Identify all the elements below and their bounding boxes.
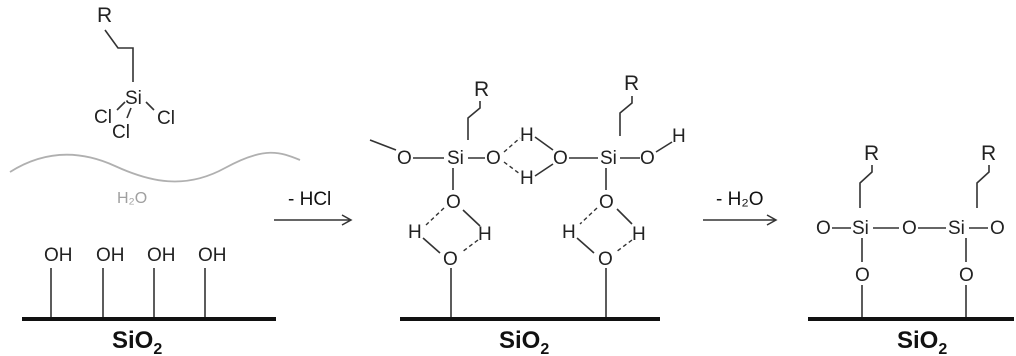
oxygen-label: O	[640, 148, 655, 169]
hydrogen-label: H	[520, 125, 534, 146]
oxygen-label: O	[553, 148, 568, 169]
hydroxyl-label: OH	[147, 245, 176, 266]
si-cl-right-bond	[145, 101, 155, 111]
silicon-label: Si	[948, 218, 965, 239]
hydrogen-label: H	[478, 224, 492, 245]
arrow-2-head	[766, 214, 778, 226]
oxygen-label: O	[902, 218, 917, 239]
hydrogen-bond	[461, 239, 479, 253]
arrow-1-label: - HCl	[288, 189, 331, 210]
hydrogen-bond	[425, 207, 445, 226]
si-cl-bottom-bond	[126, 107, 132, 119]
ethyl-linker-bond	[467, 101, 481, 140]
hydrogen-bond	[503, 137, 521, 153]
oxygen-label: O	[486, 148, 501, 169]
hydrogen-label: H	[408, 222, 422, 243]
silicon-label: Si	[600, 148, 617, 169]
oxygen-label: O	[599, 192, 614, 213]
o-h-bond	[462, 209, 481, 227]
oxygen-label: O	[855, 265, 870, 286]
oxygen-label: O	[816, 218, 831, 239]
oxygen-label: O	[397, 148, 412, 169]
surface-hydroxyl-groups: OH OH OH OH	[44, 245, 227, 318]
si-cl-left-bond	[116, 101, 126, 111]
chlorine-left-label: Cl	[94, 107, 112, 128]
silicon-label: Si	[852, 218, 869, 239]
r-group-label: R	[624, 72, 639, 95]
hydrogen-bond	[615, 239, 633, 253]
r-group-label: R	[981, 142, 996, 165]
ethyl-linker-bond	[859, 165, 873, 208]
water-label: H₂O	[117, 190, 147, 207]
arrow-1-head	[341, 214, 353, 226]
silica-surface-label: SiO2	[897, 327, 947, 356]
silica-surface-label: SiO2	[499, 327, 549, 356]
o-h-bond	[655, 141, 673, 153]
reaction-arrow-2: - H₂O	[703, 189, 778, 226]
oxygen-label: O	[443, 249, 458, 270]
silicon-label: Si	[447, 148, 464, 169]
hydrogen-label: H	[672, 126, 686, 147]
ethyl-linker-bond	[619, 96, 633, 136]
hydroxyl-label: OH	[198, 245, 227, 266]
panel-1-reactants: R Si Cl Cl Cl H₂O OH OH OH OH SiO2	[9, 4, 301, 356]
chlorine-bottom-label: Cl	[112, 122, 130, 143]
hydrogen-bond	[579, 207, 598, 225]
chlorine-right-label: Cl	[157, 108, 175, 129]
siloxane-bond	[369, 139, 397, 151]
o-h-bond	[616, 208, 633, 225]
r-group-label: R	[474, 78, 489, 101]
hydrogen-bond	[503, 161, 521, 175]
o-h-bond	[534, 163, 554, 177]
oxygen-label: O	[446, 192, 461, 213]
hydrogen-label: H	[632, 224, 646, 245]
r-group-label: R	[97, 4, 112, 27]
silicon-label: Si	[125, 88, 142, 109]
trichlorosilane-molecule: R Si Cl Cl Cl	[94, 4, 175, 143]
oxygen-label: O	[959, 265, 974, 286]
panel-3-product: R R O Si O Si O O O SiO2	[808, 142, 1014, 356]
oxygen-label: O	[598, 249, 613, 270]
panel-2-intermediate: R R O Si O H H O Si O H O H H O	[369, 72, 686, 356]
r-group-label: R	[864, 142, 879, 165]
o-h-bond	[576, 237, 595, 254]
water-layer-wave	[9, 151, 301, 183]
hydrogen-label: H	[520, 168, 534, 189]
hydroxyl-label: OH	[44, 245, 73, 266]
silica-surface-label: SiO2	[112, 327, 162, 356]
ethyl-linker-bond	[104, 29, 134, 82]
arrow-2-label: - H₂O	[716, 189, 763, 210]
o-h-bond	[422, 237, 441, 254]
o-h-bond	[534, 136, 554, 151]
reaction-arrow-1: - HCl	[274, 189, 353, 226]
oxygen-label: O	[990, 218, 1005, 239]
ethyl-linker-bond	[976, 165, 990, 208]
hydroxyl-label: OH	[96, 245, 125, 266]
hydrogen-label: H	[562, 222, 576, 243]
